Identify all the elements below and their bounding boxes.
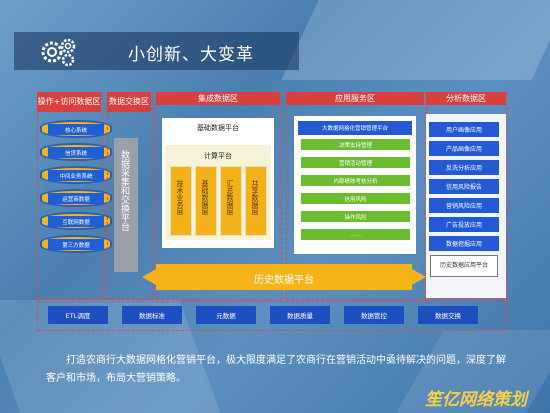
exchange-header: 数据交换区	[107, 92, 151, 112]
exchange-panel	[114, 138, 138, 272]
compute-module	[245, 166, 267, 236]
data-source-label: 互联网数据	[48, 216, 104, 227]
compute-module-label: 共享数据层	[251, 180, 259, 215]
analysis-item: 反洗分析应用	[429, 160, 499, 175]
analysis-item: 广告投放应用	[429, 217, 499, 232]
footer-item: 数据标准	[122, 306, 182, 324]
slide-title: 小创新、大变革	[128, 45, 254, 65]
data-source-label: 核心系统	[48, 124, 104, 135]
data-source-label: 第三方数据	[48, 239, 104, 250]
data-source-label: 运营商数据	[48, 193, 104, 204]
footer-item: 数据交换	[418, 306, 478, 324]
basic-platform-label: 基础数据平台	[197, 124, 239, 132]
app-item: 内部绩效考核分析	[301, 175, 410, 186]
compute-module	[195, 166, 217, 236]
compute-module-label: 汇总数据层	[226, 180, 234, 215]
data-source-label: 中间业务系统	[48, 170, 104, 181]
footer-zone	[37, 301, 508, 331]
compute-platform-label: 计算平台	[204, 152, 232, 160]
footer-item: 元数据	[196, 306, 256, 324]
app-item: 操作风险	[301, 211, 410, 222]
analysis-item: 用户画像应用	[429, 122, 499, 137]
analysis-item: 信用风险报告	[429, 179, 499, 194]
arrow-left-icon	[142, 268, 158, 286]
caption: 打造农商行大数据网格化营销平台，极大限度满足了农商行在营销活动中亟待解决的问题，…	[46, 355, 506, 384]
app-item: 信用风险	[301, 193, 410, 204]
analysis-header: 分析数据区	[426, 92, 506, 105]
marketing-platform: 大数据网格化营销管理平台	[298, 121, 412, 135]
watermark: 笙亿网络策划	[425, 390, 527, 410]
data-source-label: 信贷系统	[48, 147, 104, 158]
compute-module	[170, 166, 192, 236]
history-platform	[156, 264, 412, 290]
analysis-item: 数据挖掘应用	[429, 236, 499, 251]
apps-header: 应用服务区	[286, 92, 424, 105]
arrow-right-icon	[410, 268, 426, 286]
compute-module	[220, 166, 242, 236]
app-item: 营销活动管理	[301, 157, 410, 168]
footer-item: 数据质量	[270, 306, 330, 324]
analysis-item: 营销风险应用	[429, 198, 499, 213]
analysis-item: 历史数据应用平台	[430, 255, 498, 277]
app-item: 决策支持管理	[301, 139, 410, 150]
integration-header: 集成数据区	[156, 92, 280, 105]
history-platform-label: 历史数据平台	[254, 275, 314, 286]
ops-header: 操作+访问数据区	[37, 92, 101, 112]
app-item: ……	[301, 229, 410, 240]
compute-module-label: 技术业务层	[176, 180, 184, 215]
compute-module-label: 基础数据层	[201, 180, 209, 215]
exchange-panel-label: 数据采集和交换平台	[119, 150, 129, 231]
bg-shape	[281, 0, 550, 80]
footer-item: ETL调度	[48, 306, 108, 324]
footer-item: 数据管控	[344, 306, 404, 324]
analysis-item: 产品画像应用	[429, 141, 499, 156]
gears-icon	[41, 38, 76, 67]
